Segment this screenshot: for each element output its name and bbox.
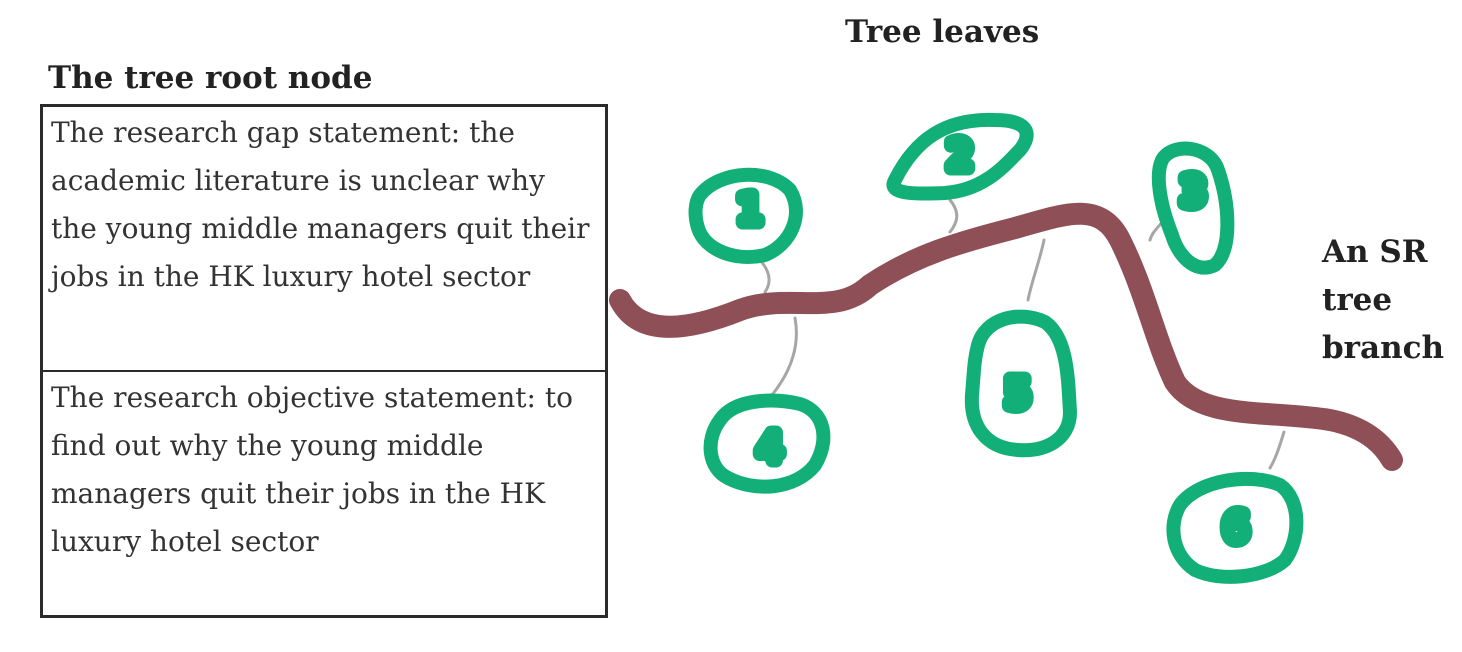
leaf-1-outline: [688, 167, 803, 264]
research-gap-statement: The research gap statement: the academic…: [43, 107, 605, 372]
leaf-2: 2: [886, 112, 1034, 201]
root-node-box: The research gap statement: the academic…: [40, 104, 608, 618]
sr-tree-branch: [609, 202, 1403, 471]
leaf-5: 5: [964, 309, 1077, 458]
tree-branch-title: An SR tree branch: [1322, 234, 1445, 366]
leaf-4-outline: [703, 393, 831, 494]
leaf-6-outline: [1166, 471, 1304, 584]
leaf-5-outline: [964, 309, 1077, 458]
leaf-1: 1: [688, 167, 803, 264]
research-objective-statement: The research objective statement: to fin…: [51, 381, 573, 558]
leaf-3-label: 3: [1181, 170, 1205, 214]
leaf-4-label: 4: [758, 426, 782, 470]
leaf-2-outline: [886, 112, 1034, 201]
leaf-5-label: 5: [1006, 372, 1030, 416]
leaf-4: 4: [703, 393, 831, 494]
tree-leaves-title: Tree leaves: [845, 14, 1040, 50]
stem-leaf-4: [770, 316, 798, 397]
leaf-3: 3: [1151, 141, 1235, 275]
leaf-6: 6: [1166, 471, 1304, 584]
leaf-3-outline: [1151, 141, 1235, 275]
root-node-title: The tree root node: [48, 60, 373, 96]
leaf-1-label: 1: [738, 188, 762, 232]
stem-leaf-5: [1026, 238, 1046, 302]
leaf-6-label: 6: [1224, 506, 1248, 550]
stem-leaf-6: [1268, 430, 1286, 470]
stem-leaf-2: [948, 198, 959, 234]
leaf-2-label: 2: [948, 134, 972, 178]
